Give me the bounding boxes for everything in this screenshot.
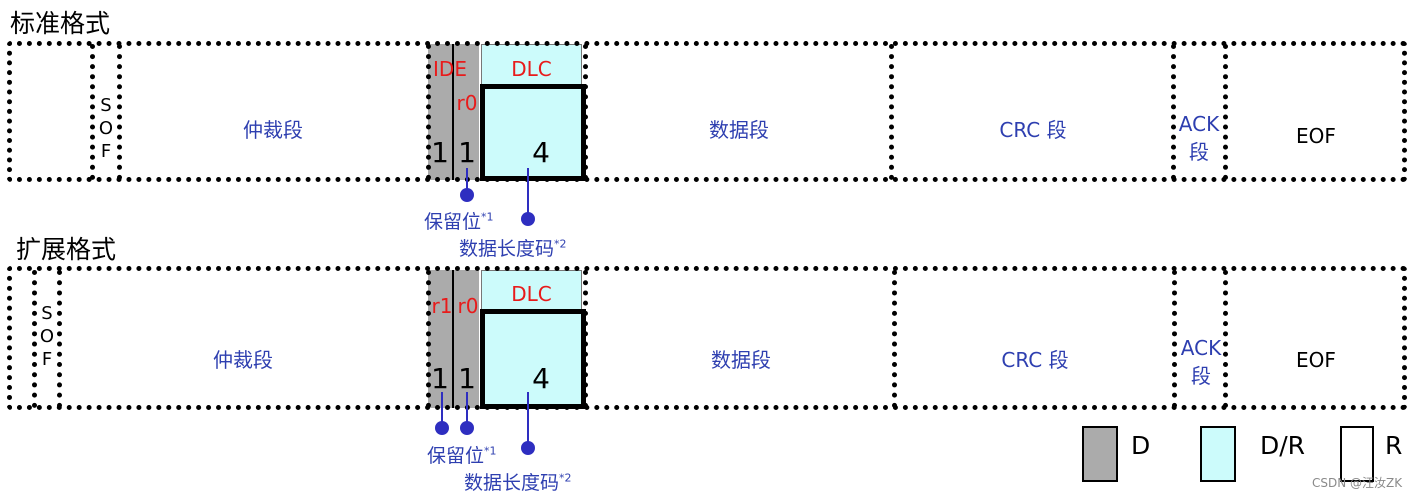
standard-dlc-line xyxy=(527,168,529,217)
standard-eof-label: EOF xyxy=(1296,124,1336,148)
extended-bit-divider xyxy=(452,270,454,408)
standard-dlc-note: 数据长度码*2 xyxy=(459,234,567,261)
extended-sep-arb-right xyxy=(426,270,431,408)
standard-ide-value: 1 xyxy=(431,135,449,169)
standard-ack-label: ACK 段 xyxy=(1175,108,1223,168)
extended-dlc-value: 4 xyxy=(532,361,550,395)
standard-reserved-line xyxy=(466,168,468,193)
extended-ack-line1: ACK xyxy=(1180,336,1222,360)
extended-sep-data-left xyxy=(583,270,588,408)
standard-reserved-dot xyxy=(460,188,474,202)
standard-r0-fill xyxy=(454,44,479,180)
extended-sof-s: S xyxy=(41,302,53,324)
extended-arbitration-label: 仲裁段 xyxy=(213,347,273,372)
standard-dlc-dot xyxy=(521,212,535,226)
extended-sof-label: S O F xyxy=(36,300,58,372)
extended-ack-label: ACK 段 xyxy=(1177,332,1225,392)
standard-format-title: 标准格式 xyxy=(10,9,111,38)
standard-r0-value: 1 xyxy=(458,135,476,169)
extended-dlc-label: DLC xyxy=(511,282,552,306)
standard-ack-line1: ACK xyxy=(1178,112,1220,136)
extended-r1-dot xyxy=(435,421,449,435)
extended-sof-o: O xyxy=(39,325,55,347)
standard-reserved-note: 保留位*1 xyxy=(424,207,494,234)
standard-sep-sof-left xyxy=(90,44,95,180)
extended-r0-fill xyxy=(454,270,479,408)
extended-reserved-note-mark: *1 xyxy=(484,444,497,458)
legend-recessive-swatch xyxy=(1340,426,1374,482)
standard-sep-ack-right xyxy=(1223,44,1228,180)
standard-sep-data-left xyxy=(583,44,588,180)
standard-r0-label: r0 xyxy=(456,91,478,115)
extended-crc-label: CRC 段 xyxy=(1001,347,1069,372)
extended-r0-value: 1 xyxy=(458,361,476,395)
extended-r0-line xyxy=(466,392,468,427)
extended-r1-label: r1 xyxy=(431,294,453,318)
standard-dlc-note-mark: *2 xyxy=(554,237,567,251)
extended-dlc-note: 数据长度码*2 xyxy=(464,468,572,495)
legend-dominant-recessive-swatch xyxy=(1200,426,1236,482)
extended-reserved-note-text: 保留位 xyxy=(427,445,485,467)
extended-r1-fill xyxy=(428,270,453,408)
standard-arbitration-label: 仲裁段 xyxy=(243,117,303,142)
standard-sep-data-right xyxy=(889,44,894,180)
standard-reserved-note-text: 保留位 xyxy=(424,211,482,233)
standard-dlc-label: DLC xyxy=(511,57,552,81)
standard-sep-crc-right xyxy=(1171,44,1176,180)
extended-frame xyxy=(7,266,1407,410)
extended-dlc-note-text: 数据长度码 xyxy=(464,472,560,494)
standard-sof-s: S xyxy=(100,94,112,116)
standard-bit-divider xyxy=(452,44,454,180)
extended-dlc-dot xyxy=(521,441,535,455)
extended-format-title: 扩展格式 xyxy=(16,235,117,264)
standard-ack-line2: 段 xyxy=(1189,140,1209,164)
extended-r0-label: r0 xyxy=(457,294,479,318)
extended-sep-data-right xyxy=(892,270,897,408)
extended-sep-sof-right xyxy=(57,270,62,408)
standard-sof-f: F xyxy=(100,140,112,162)
extended-eof-label: EOF xyxy=(1296,348,1336,372)
extended-sof-f: F xyxy=(41,348,53,370)
standard-sep-arb-right xyxy=(426,44,431,180)
extended-dlc-note-mark: *2 xyxy=(559,471,572,485)
extended-dlc-line xyxy=(527,392,529,448)
extended-r0-dot xyxy=(460,421,474,435)
standard-sep-sof-right xyxy=(117,44,122,180)
standard-sof-o: O xyxy=(98,117,114,139)
standard-sof-label: S O F xyxy=(95,92,117,164)
standard-data-label: 数据段 xyxy=(709,117,769,142)
extended-reserved-note: 保留位*1 xyxy=(427,441,497,468)
legend-recessive-label: R xyxy=(1385,431,1403,460)
extended-data-label: 数据段 xyxy=(711,347,771,372)
legend-dominant-swatch xyxy=(1082,426,1118,482)
extended-ack-line2: 段 xyxy=(1191,364,1211,388)
standard-dlc-value: 4 xyxy=(532,135,550,169)
watermark: CSDN @汪汝ZK xyxy=(1312,476,1403,490)
extended-dlc-header xyxy=(481,270,582,312)
extended-r1-line xyxy=(441,392,443,427)
extended-sep-ack-right xyxy=(1223,270,1228,408)
standard-ide-label: IDE xyxy=(433,57,467,81)
extended-sep-sof-left xyxy=(32,270,37,408)
standard-frame xyxy=(7,41,1407,182)
standard-reserved-note-mark: *1 xyxy=(481,210,494,224)
standard-ide-fill xyxy=(428,44,453,180)
extended-r1-value: 1 xyxy=(431,361,449,395)
legend-dominant-label: D xyxy=(1131,431,1151,460)
standard-dlc-note-text: 数据长度码 xyxy=(459,238,555,260)
extended-sep-crc-right xyxy=(1172,270,1177,408)
standard-crc-label: CRC 段 xyxy=(999,117,1067,142)
legend-dominant-recessive-label: D/R xyxy=(1260,431,1306,460)
